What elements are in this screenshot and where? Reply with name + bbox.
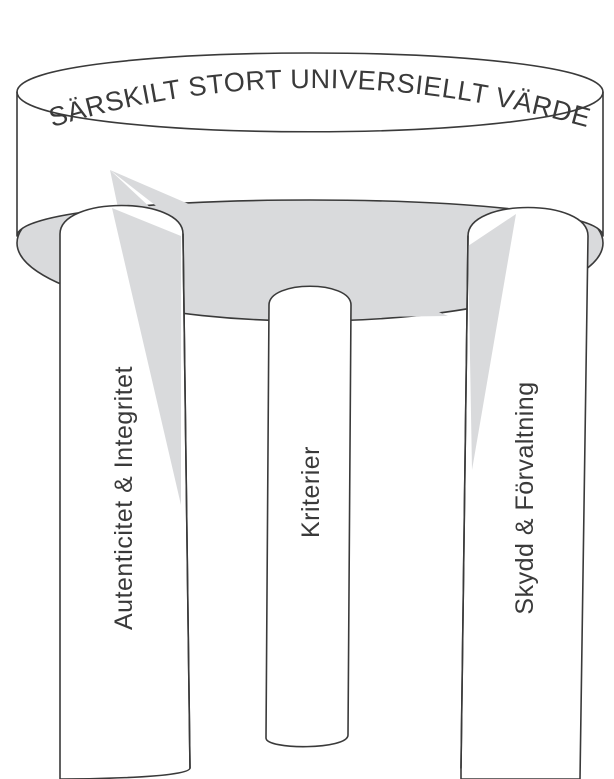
pillar-right-shade (468, 214, 516, 470)
pillar-right-edge (460, 235, 469, 769)
pillar-left-shade (112, 208, 181, 505)
pillar-right (460, 206, 589, 779)
pillar-right-label: Skydd & Förvaltning (511, 381, 539, 614)
light-shaft-center (110, 170, 448, 318)
roof-top-edge (16, 91, 604, 133)
pillar-left-label: Autenticitet & Integritet (110, 366, 138, 630)
pillar-center (265, 285, 352, 748)
pillar-center-label: Kriterier (297, 446, 325, 538)
pillar-left-edge (182, 233, 191, 769)
